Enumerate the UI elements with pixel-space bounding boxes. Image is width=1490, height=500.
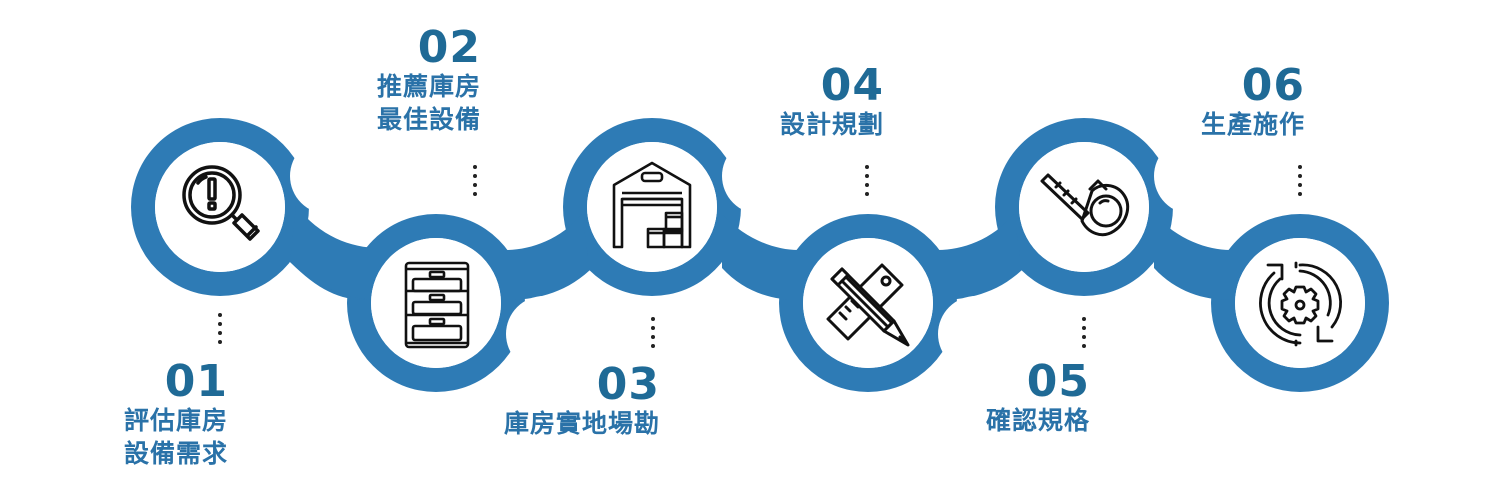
tape-measure-icon [1036, 161, 1132, 257]
step-02-label: 02 推薦庫房 最佳設備 [377, 26, 481, 136]
step-03-label: 03 庫房實地場勘 [504, 363, 660, 440]
step-06-label: 06 生產施作 [1201, 64, 1305, 141]
step-05-label: 05 確認規格 [986, 360, 1090, 437]
gear-cycle-icon [1252, 255, 1348, 351]
step-title-line: 推薦庫房 [376, 72, 481, 101]
warehouse-icon [604, 159, 700, 255]
step-number: 05 [1026, 356, 1090, 407]
step-number: 06 [1241, 60, 1305, 111]
step-number: 03 [596, 359, 660, 410]
leader-dots-02 [472, 165, 478, 201]
step-title-line: 評估庫房 [123, 406, 228, 435]
step-number: 01 [164, 356, 228, 407]
step-title-line: 確認規格 [985, 406, 1090, 435]
drawer-cabinet-icon [388, 255, 484, 351]
leader-dots-04 [864, 165, 870, 201]
leader-dots-05 [1081, 317, 1087, 353]
leader-dots-06 [1297, 165, 1303, 201]
step-title-line: 生產施作 [1200, 110, 1305, 139]
step-number: 04 [820, 60, 884, 111]
leader-dots-01 [217, 313, 223, 349]
step-title-line: 設計規劃 [779, 110, 884, 139]
magnifier-exclamation-icon [170, 157, 266, 253]
step-number: 02 [417, 22, 481, 73]
step-title-line: 最佳設備 [376, 105, 481, 134]
step-01-label: 01 評估庫房 設備需求 [124, 360, 228, 470]
step-04-label: 04 設計規劃 [780, 64, 884, 141]
pencil-ruler-icon [820, 257, 916, 353]
step-title-line: 庫房實地場勘 [503, 409, 660, 438]
leader-dots-03 [650, 317, 656, 353]
step-title-line: 設備需求 [123, 439, 228, 468]
